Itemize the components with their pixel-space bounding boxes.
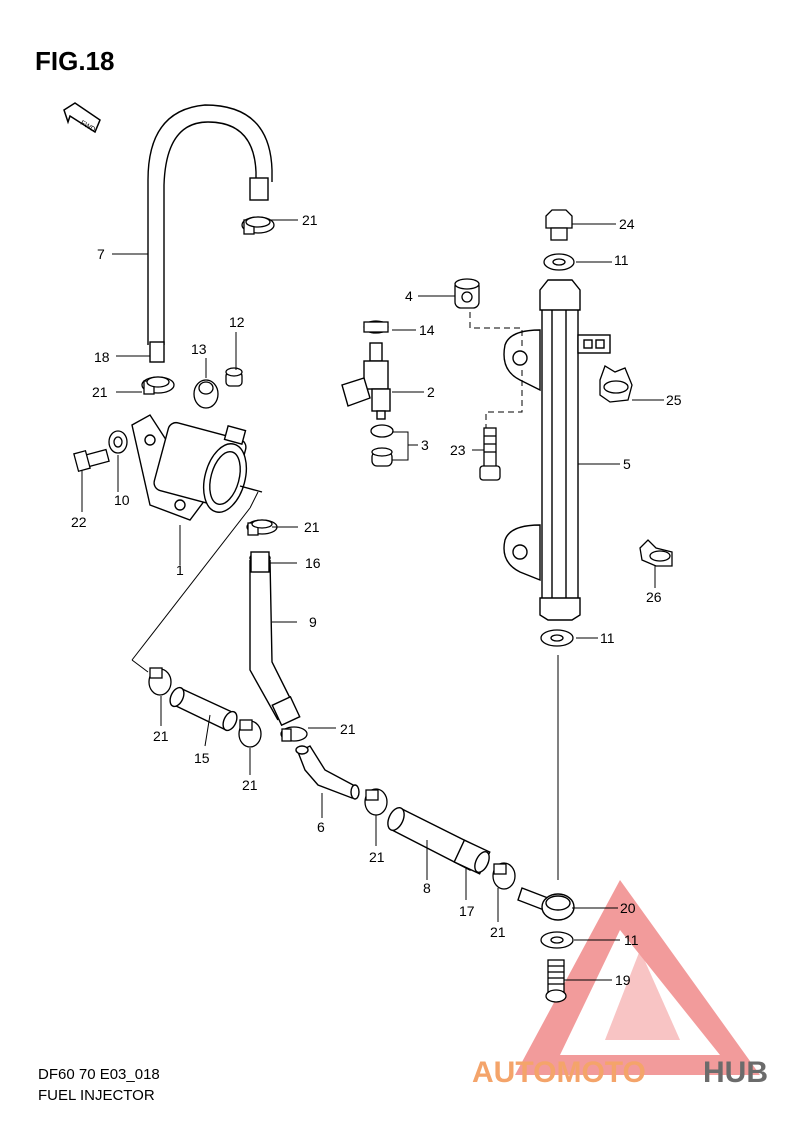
- callout-17: 17: [459, 903, 475, 919]
- hose-clamp-21-6: [364, 788, 388, 816]
- callout-20: 20: [620, 900, 636, 916]
- callout-7: 7: [97, 246, 105, 262]
- hose-clamp-21-mid: [246, 519, 278, 536]
- fuel-hose-8: [387, 807, 491, 875]
- fuel-hose-15: [169, 686, 238, 732]
- clip-25: [599, 365, 633, 403]
- callout-19: 19: [615, 972, 631, 988]
- fuel-hose-7: [147, 104, 273, 363]
- callout-22: 22: [71, 514, 87, 530]
- watermark-brand-part2: HUB: [703, 1056, 768, 1089]
- callout-24: 24: [619, 216, 635, 232]
- callout-26: 26: [646, 589, 662, 605]
- watermark-brand-part1: AUTOMOTO: [472, 1056, 646, 1089]
- callout-21-6: 21: [369, 849, 385, 865]
- callout-13: 13: [191, 341, 207, 357]
- callout-18: 18: [94, 349, 110, 365]
- hose-clamp-21-top: [241, 216, 275, 235]
- callout-6: 6: [317, 819, 325, 835]
- cushion-4: [454, 278, 480, 309]
- figure-name: FUEL INJECTOR: [38, 1087, 155, 1104]
- callout-16: 16: [305, 555, 321, 571]
- fuel-filter-1: [131, 414, 263, 521]
- hose-clamp-21-left: [141, 376, 175, 395]
- washer-11-middle: [540, 629, 574, 647]
- callout-4: 4: [405, 288, 413, 304]
- callout-8: 8: [423, 880, 431, 896]
- callout-21-15: 21: [242, 777, 258, 793]
- callout-2: 2: [427, 384, 435, 400]
- clip-26: [639, 539, 673, 567]
- callout-21-lower-left: 21: [153, 728, 169, 744]
- callout-10: 10: [114, 492, 130, 508]
- callout-15: 15: [194, 750, 210, 766]
- fitting-20: [517, 887, 575, 921]
- figure-title: FIG.18: [35, 46, 115, 76]
- fuel-hose-9: [249, 551, 301, 727]
- callout-21-top: 21: [302, 212, 318, 228]
- hose-clamp-21-lower-left: [148, 667, 172, 696]
- o-ring-14: [363, 320, 389, 334]
- watermark-text: AUTOMOTO HUB: [472, 1056, 768, 1089]
- callout-21-17: 21: [490, 924, 506, 940]
- bolt-22: [73, 448, 110, 473]
- callout-5: 5: [623, 456, 631, 472]
- callout-21-right: 21: [340, 721, 356, 737]
- callout-labels: 1 2 3 4 5 6 7 8 9 10 11 11 11 12 13 14 1…: [71, 212, 682, 988]
- callout-9: 9: [309, 614, 317, 630]
- callout-21-left: 21: [92, 384, 108, 400]
- injector-2: [341, 342, 391, 420]
- hose-clamp-21-15: [238, 719, 262, 748]
- leader-lines: [81, 219, 664, 981]
- hose-clamp-21-right: [280, 726, 308, 742]
- cap-24: [545, 209, 573, 241]
- callout-21-mid: 21: [304, 519, 320, 535]
- grommet-13: [193, 379, 219, 409]
- union-bolt-19: [545, 959, 567, 1003]
- washer-11-bottom: [540, 931, 574, 949]
- callout-12: 12: [229, 314, 245, 330]
- watermark-logo: [515, 880, 760, 1075]
- joint-6: [295, 745, 360, 800]
- callout-1: 1: [176, 562, 184, 578]
- callout-25: 25: [666, 392, 682, 408]
- callout-11-top: 11: [614, 252, 629, 268]
- callout-14: 14: [419, 322, 435, 338]
- seal-3: [370, 424, 394, 467]
- delivery-pipe-5: [503, 279, 611, 621]
- collar-12: [225, 367, 243, 387]
- washer-11-top: [543, 253, 575, 271]
- hose-clamp-21-17: [492, 862, 516, 890]
- figure-code: DF60 70 E03_018: [38, 1066, 160, 1083]
- callout-11-bottom: 11: [624, 932, 639, 948]
- bolt-23: [479, 427, 501, 481]
- watermark-triangle: [515, 880, 760, 1075]
- callout-3: 3: [421, 437, 429, 453]
- fwd-arrow-icon: FWD: [63, 102, 101, 134]
- washer-10: [108, 430, 128, 454]
- callout-23: 23: [450, 442, 466, 458]
- callout-11-middle: 11: [600, 630, 615, 646]
